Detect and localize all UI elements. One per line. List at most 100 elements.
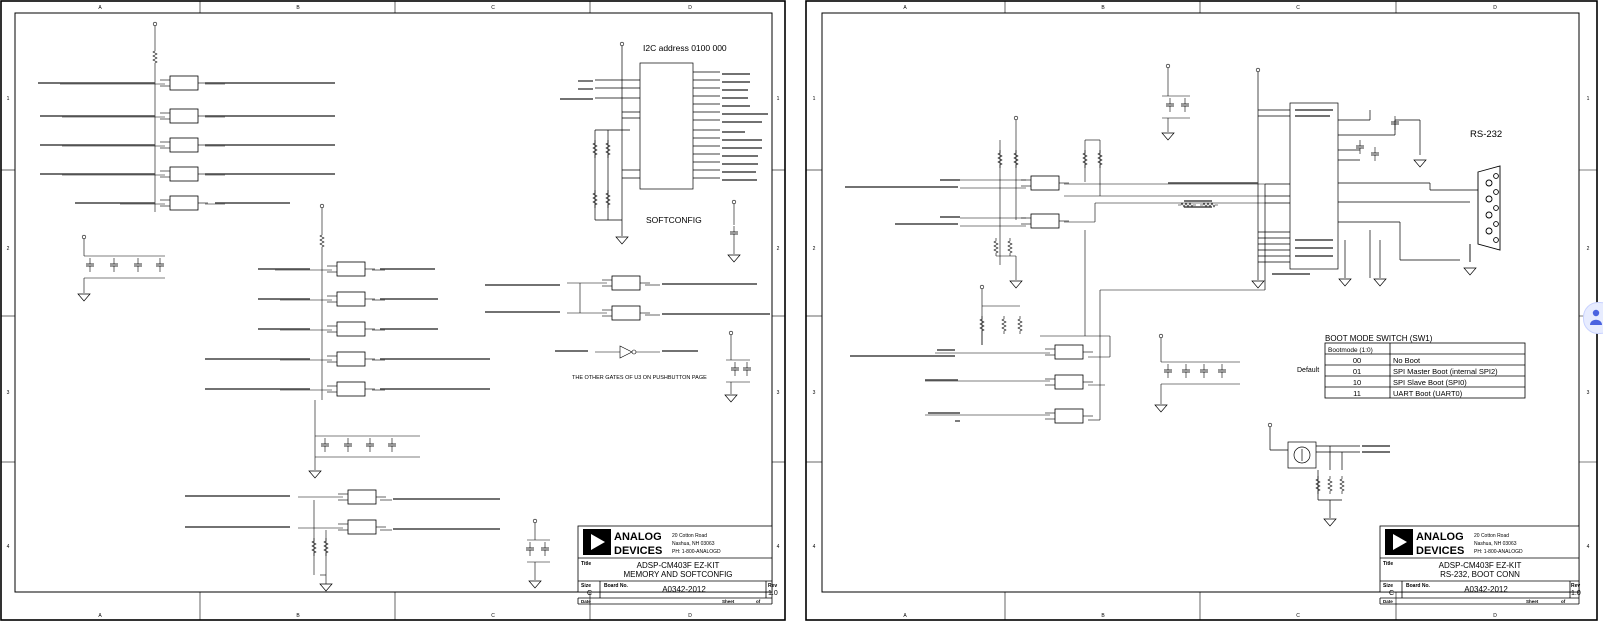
grid-row-label: 1: [777, 96, 780, 102]
grid-row-label: 4: [7, 544, 10, 550]
grid-row-label: 1: [1587, 96, 1590, 102]
buffer-column-mid-left: [275, 203, 420, 470]
grid-col-label: D: [1493, 5, 1497, 11]
boot-mode-code: 10: [1353, 378, 1361, 387]
buffer-column-top-left: [60, 21, 225, 212]
grid-row-label: 2: [7, 246, 10, 252]
net-label-marks-left: [38, 73, 770, 530]
grid-col-label: D: [688, 613, 692, 619]
softconfig-label: SOFTCONFIG: [646, 215, 702, 225]
boot-mode-desc: SPI Slave Boot (SPI0): [1393, 378, 1467, 387]
company-phone: PH: 1-800-ANALOGD: [1474, 549, 1523, 555]
title-caption: Title: [1383, 561, 1393, 567]
boot-mode-desc: SPI Master Boot (internal SPI2): [1393, 367, 1498, 376]
grid-col-label: B: [1101, 5, 1105, 11]
grid-col-label: B: [296, 5, 300, 11]
grid-col-label: A: [903, 5, 907, 11]
drawing-title-2: MEMORY AND SOFTCONFIG: [623, 570, 732, 579]
company-address-1: 20 Cotton Road: [1474, 533, 1509, 539]
cap-bank-right-top: [1162, 63, 1190, 132]
grid-col-label: A: [98, 613, 102, 619]
gpio-expander-chip: [594, 41, 720, 236]
grid-col-label: C: [1296, 613, 1300, 619]
grid-col-label: A: [98, 5, 102, 11]
rev-value: 1.0: [768, 590, 778, 597]
of-caption: of: [756, 599, 761, 604]
grid-row-label: 1: [813, 96, 816, 102]
title-block-right: [1379, 525, 1580, 605]
grid-col-label: B: [296, 613, 300, 619]
company-name-line1: ANALOG: [614, 531, 662, 543]
other-gates-note: THE OTHER GATES OF U3 ON PUSHBUTTON PAGE: [572, 375, 707, 381]
boot-table-header: Bootmode (1:0): [1328, 347, 1373, 354]
company-address-2: Nashua, NH 03063: [1474, 541, 1517, 547]
grid-col-label: C: [491, 613, 495, 619]
i2c-address-label: I2C address 0100 000: [643, 43, 727, 53]
company-phone: PH: 1-800-ANALOGD: [672, 549, 721, 555]
can-buffers: [567, 282, 750, 394]
company-name-line1: ANALOG: [1416, 531, 1464, 543]
date-caption: Date: [1383, 599, 1393, 604]
grid-row-label: 2: [777, 246, 780, 252]
net-label-marks-right: [845, 109, 1390, 453]
boot-mode-table: [1324, 342, 1526, 399]
right-sheet: [805, 0, 1598, 621]
date-caption: Date: [581, 599, 591, 604]
company-name-line2: DEVICES: [1416, 545, 1464, 557]
boot-mode-desc: UART Boot (UART0): [1393, 389, 1463, 398]
uart-buffers: [960, 115, 1265, 280]
of-caption: of: [1561, 599, 1566, 604]
grid-row-label: 3: [7, 390, 10, 396]
cap-bank-right-mid: [1158, 333, 1240, 404]
size-caption: Size: [1383, 583, 1393, 589]
grid-row-label: 3: [777, 390, 780, 396]
company-name-line2: DEVICES: [614, 545, 662, 557]
size-value: C: [1389, 590, 1394, 597]
sheet-caption: Sheet: [722, 599, 735, 604]
grid-col-label: D: [688, 5, 692, 11]
rev-caption: Rev: [768, 583, 777, 589]
boot-mode-code: 11: [1353, 389, 1361, 398]
boot-table-title: BOOT MODE SWITCH (SW1): [1325, 334, 1433, 343]
boot-default-label: Default: [1297, 367, 1319, 374]
grid-col-label: C: [1296, 5, 1300, 11]
board-number-caption: Board No.: [604, 583, 629, 589]
grid-col-label: A: [903, 613, 907, 619]
grid-row-label: 4: [777, 544, 780, 550]
rev-caption: Rev: [1571, 583, 1580, 589]
boot-mode-desc: No Boot: [1393, 356, 1421, 365]
rs232-label: RS-232: [1470, 129, 1502, 140]
grid-col-label: D: [1493, 613, 1497, 619]
company-address-2: Nashua, NH 03063: [672, 541, 715, 547]
person-icon: [1590, 309, 1602, 325]
sheet-caption: Sheet: [1526, 599, 1539, 604]
grid-row-label: 2: [813, 246, 816, 252]
board-number-caption: Board No.: [1406, 583, 1431, 589]
size-caption: Size: [581, 583, 591, 589]
board-number: A0342-2012: [1464, 585, 1508, 594]
buffer-column-bottom-left: [298, 496, 392, 576]
rs232-transceiver: [1255, 67, 1490, 290]
grid-row-label: 4: [813, 544, 816, 550]
boot-mode-code: 01: [1353, 367, 1361, 376]
floating-assistant-button[interactable]: [1583, 302, 1603, 334]
boot-buffers: [925, 230, 1265, 421]
company-address-1: 20 Cotton Road: [672, 533, 707, 539]
grid-row-label: 2: [1587, 246, 1590, 252]
boot-rotary-switch: [1267, 422, 1360, 518]
grid-row-label: 3: [1587, 390, 1590, 396]
db9-connector: [1469, 165, 1501, 262]
board-number: A0342-2012: [662, 585, 706, 594]
grid-row-label: 1: [7, 96, 10, 102]
rev-value: 1.0: [1571, 590, 1581, 597]
grid-col-label: C: [491, 5, 495, 11]
title-caption: Title: [581, 561, 591, 567]
boot-mode-code: 00: [1353, 356, 1361, 365]
grid-col-label: B: [1101, 613, 1105, 619]
grid-row-label: 4: [1587, 544, 1590, 550]
drawing-title-1: ADSP-CM403F EZ-KIT: [637, 561, 720, 570]
drawing-title-2: RS-232, BOOT CONN: [1440, 570, 1520, 579]
size-value: C: [587, 590, 592, 597]
drawing-title-1: ADSP-CM403F EZ-KIT: [1439, 561, 1522, 570]
